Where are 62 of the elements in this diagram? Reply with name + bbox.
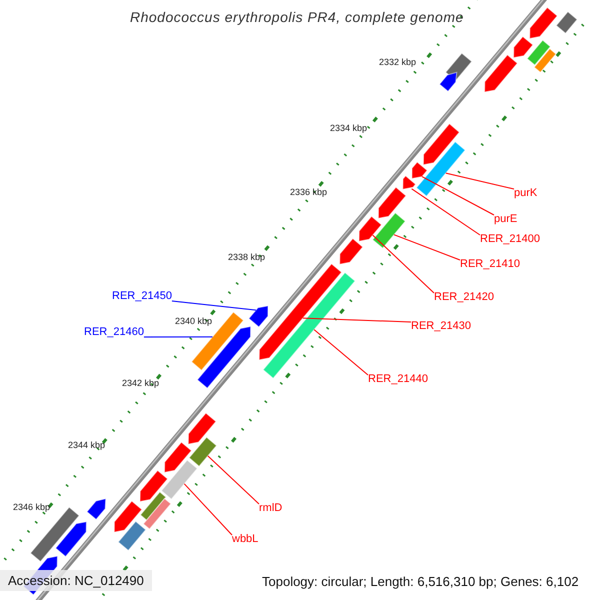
- gene-feature: [248, 305, 268, 328]
- gene-feature: [142, 498, 172, 530]
- gene-label: RER_21450: [112, 291, 172, 302]
- gene-feature: [411, 161, 428, 180]
- gene-feature: [188, 436, 218, 467]
- gene-feature: [118, 520, 146, 552]
- gene-feature: [339, 238, 364, 265]
- leader-line: [411, 188, 480, 236]
- gene-label: rmlD: [259, 503, 282, 514]
- gene-feature: [140, 491, 167, 521]
- scale-label: 2338 kbp: [228, 253, 266, 262]
- scale-label: 2342 kbp: [122, 379, 160, 388]
- gene-feature: [164, 442, 192, 474]
- gene-feature: [160, 459, 198, 500]
- gene-feature: [513, 36, 534, 58]
- scale-label: 2344 kbp: [68, 441, 106, 450]
- scale-label: 2340 kbp: [175, 317, 212, 326]
- gene-feature: [114, 500, 142, 533]
- gene-feature: [438, 72, 458, 92]
- gene-feature: [196, 326, 252, 389]
- gene-label: RER_21460: [84, 327, 144, 338]
- scale-label: 2336 kbp: [290, 188, 328, 197]
- gene-label: RER_21410: [460, 259, 520, 270]
- gene-label: wbbL: [232, 534, 258, 545]
- leader-line: [372, 234, 434, 294]
- gene-label: RER_21400: [480, 234, 540, 245]
- scale-label: 2334 kbp: [330, 124, 368, 133]
- gene-label: RER_21430: [411, 321, 471, 332]
- gene-feature: [484, 54, 518, 93]
- footer-text: Topology: circular; Length: 6,516,310 bp; Genes: 6,102: [262, 575, 579, 588]
- gene-label: RER_21420: [434, 292, 494, 303]
- gene-feature: [422, 123, 460, 166]
- gene-feature: [416, 141, 466, 197]
- gene-label: purE: [494, 214, 518, 225]
- gene-feature: [358, 216, 382, 242]
- gene-feature: [378, 186, 407, 219]
- gene-feature: [188, 412, 217, 445]
- gene-label: RER_21440: [368, 374, 428, 385]
- gene-feature: [556, 11, 578, 34]
- leader-line: [171, 300, 256, 311]
- leader-line: [207, 455, 260, 504]
- gene-feature: [262, 272, 356, 379]
- gene-feature: [534, 48, 557, 73]
- gene-label: purK: [514, 188, 538, 199]
- leader-line: [143, 336, 213, 338]
- leader-line: [184, 483, 232, 536]
- footer-text: Accession: NC_012490: [0, 570, 152, 591]
- gene-feature: [372, 212, 406, 249]
- gene-feature: [526, 40, 551, 66]
- leader-line: [445, 172, 514, 190]
- gene-feature: [139, 470, 168, 502]
- leader-line: [302, 318, 412, 322]
- leader-line: [421, 176, 494, 216]
- gene-feature: [86, 498, 106, 520]
- gene-feature: [55, 521, 87, 558]
- title: Rhodococcus erythropolis PR4, complete genome: [130, 10, 464, 24]
- gene-feature: [529, 6, 558, 40]
- scale-label: 2346 kbp: [13, 503, 50, 512]
- scale-label: 2332 kbp: [379, 58, 416, 67]
- gene-feature: [258, 263, 342, 361]
- leader-line: [314, 329, 368, 376]
- leader-line: [393, 234, 460, 260]
